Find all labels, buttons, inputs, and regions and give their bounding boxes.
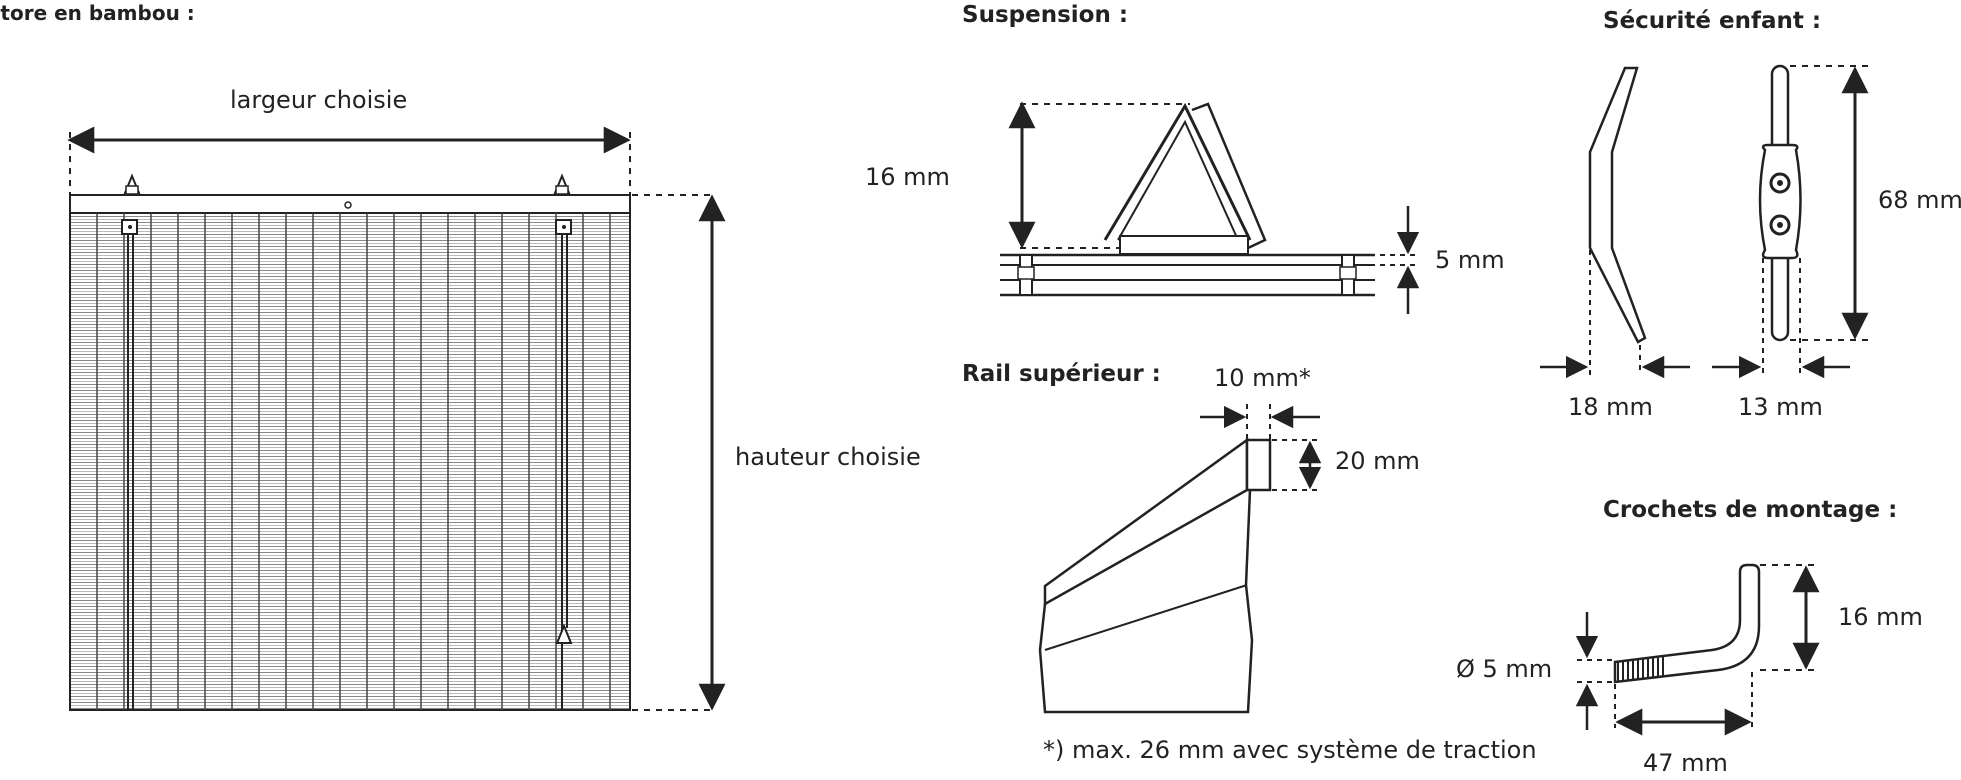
- label-safety-width-a: 18 mm: [1568, 393, 1653, 421]
- bamboo-blind-drawing: [67, 126, 726, 711]
- label-hook-diameter: Ø 5 mm: [1456, 655, 1553, 683]
- mounting-hook-drawing: [1575, 563, 1820, 736]
- label-suspension-height: 16 mm: [865, 163, 950, 191]
- label-hook-height: 16 mm: [1838, 603, 1923, 631]
- warp-threads: [96, 213, 611, 710]
- head-rail: [69, 194, 631, 214]
- label-safety-length: 68 mm: [1878, 186, 1961, 214]
- heading-suspension: Suspension :: [962, 2, 1129, 28]
- heading-top-rail: Rail supérieur :: [962, 361, 1161, 387]
- rail-bracket-left: [123, 173, 141, 195]
- label-rail-height: 20 mm: [1335, 447, 1420, 475]
- label-rail-footnote: *) max. 26 mm avec système de traction: [1043, 736, 1537, 764]
- label-chosen-width: largeur choisie: [230, 86, 408, 114]
- top-rail-drawing: [1038, 404, 1322, 714]
- heading-bamboo-blind: Store en bambou :: [0, 1, 195, 25]
- suspension-drawing: [1000, 101, 1420, 314]
- pull-cord-left: [121, 219, 138, 710]
- blind-body: [69, 212, 631, 711]
- rail-bracket-right: [553, 173, 571, 195]
- label-chosen-height: hauteur choisie: [735, 443, 921, 471]
- child-safety-drawing: [1540, 64, 1870, 379]
- label-safety-width-b: 13 mm: [1738, 393, 1823, 421]
- label-suspension-rail: 5 mm: [1435, 246, 1505, 274]
- heading-child-safety: Sécurité enfant :: [1603, 8, 1822, 34]
- pull-cord-right: [555, 219, 573, 710]
- label-rail-depth: 10 mm*: [1214, 364, 1311, 392]
- heading-mounting-hooks: Crochets de montage :: [1603, 497, 1898, 523]
- label-hook-length: 47 mm: [1643, 749, 1728, 777]
